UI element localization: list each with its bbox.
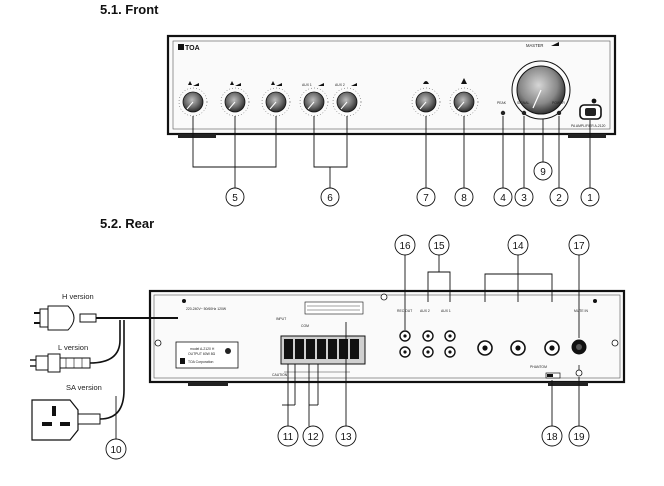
svg-text:16: 16 [399,241,411,252]
peak-indicator [500,110,506,116]
mute-in-jack[interactable] [571,339,587,355]
svg-text:14: 14 [512,241,524,252]
com-label: COM [301,324,309,328]
svg-text:10: 10 [110,445,122,456]
aux2-volume-knob[interactable] [332,87,362,117]
screw-icon [154,339,162,347]
svg-text:9: 9 [540,167,546,178]
mic3-volume-knob[interactable] [261,87,291,117]
svg-text:17: 17 [573,241,585,252]
power-symbol-icon [591,98,597,104]
treble-knob[interactable] [449,87,479,117]
callout-6: 6 [320,187,340,207]
svg-text:6: 6 [327,193,333,204]
aux1-rear-label: AUX 1 [441,309,451,313]
callout-11: 11 [277,425,299,447]
svg-text:7: 7 [423,193,429,204]
power-cords: H version L version SA version [30,292,178,441]
power-label: POWER [552,101,565,105]
front-panel: TOA MASTER PEAK SIGNAL POWER PA AMPLIFIE… [166,34,617,138]
svg-text:5: 5 [232,193,238,204]
knob-header-icons [188,78,467,86]
svg-text:3: 3 [521,193,527,204]
aux1-label: AUX 1 [302,83,312,87]
l-version-label: L version [58,343,88,352]
callout-17: 17 [568,234,590,256]
svg-text:2: 2 [556,193,562,204]
callout-12: 12 [302,425,324,447]
caution-label: CAUTION [272,373,288,377]
rear-heading: 5.2. Rear [100,216,155,231]
screw-icon [611,339,619,347]
master-label: MASTER [526,43,543,48]
aux1-volume-knob[interactable] [299,87,329,117]
mic1-volume-knob[interactable] [178,87,208,117]
callout-19: 19 [568,425,590,447]
input-label: INPUT [276,317,286,321]
callout-9: 9 [533,161,553,181]
mic-input-jacks[interactable] [477,340,560,356]
bass-knob[interactable] [411,87,441,117]
screw-icon [380,293,388,301]
output-label: OUTPUT 60W 8Ω [188,352,216,356]
rear-panel: 220-240V~ 50/60Hz 120W model A-2120 H OU… [148,289,626,386]
peak-label: PEAK [497,101,507,105]
rca-jacks[interactable] [399,330,456,358]
callout-1: 1 [580,187,600,207]
callout-15: 15 [428,234,450,256]
svg-text:12: 12 [307,432,319,443]
signal-label: SIGNAL [517,101,530,105]
callout-13: 13 [335,425,357,447]
sa-version-label: SA version [66,383,102,392]
svg-text:1: 1 [587,193,593,204]
speaker-terminal-block[interactable] [280,335,366,365]
front-heading: 5.1. Front [100,2,159,17]
svg-text:15: 15 [433,241,445,252]
aux2-label: AUX 2 [335,83,345,87]
h-version-label: H version [62,292,94,301]
callout-3: 3 [514,187,534,207]
front-callouts: 5 6 7 8 4 3 9 2 1 [225,161,600,207]
toa-logo: TOA [178,44,200,52]
toa-mark-icon [180,358,185,364]
svg-text:13: 13 [340,432,352,443]
ground-terminal[interactable] [575,369,583,377]
callout-14: 14 [507,234,529,256]
phantom-label: PHANTOM [530,365,547,369]
rear-callouts: 16 15 14 17 11 12 13 18 19 10 [105,234,590,460]
sa-version-plug-icon [31,399,101,441]
svg-text:8: 8 [461,193,467,204]
svg-text:18: 18 [546,432,558,443]
callout-10: 10 [105,438,127,460]
aux2-rear-label: AUX 2 [420,309,430,313]
svg-text:11: 11 [283,432,294,443]
svg-text:19: 19 [573,432,585,443]
model-plate: model A-2120 H OUTPUT 60W 8Ω TOA Corpora… [175,341,239,369]
mic2-volume-knob[interactable] [220,87,250,117]
power-indicator [556,110,562,116]
callout-18: 18 [541,425,563,447]
front-knobs [178,87,479,117]
l-version-plug-icon [30,353,91,373]
callout-5: 5 [225,187,245,207]
model-plate-label: model A-2120 H [190,347,215,351]
master-ring [511,60,571,120]
power-spec-label: 220-240V~ 50/60Hz 120W [186,307,227,311]
model-label: PA AMPLIFIER A-2120 [571,124,606,128]
callout-8: 8 [454,187,474,207]
mute-in-label: MUTE IN [574,309,588,313]
h-version-plug-icon [34,305,97,331]
corp-label: TOA Corporation [188,360,213,364]
front-leaders [192,116,591,188]
brand-label: TOA [185,45,200,52]
callout-4: 4 [493,187,513,207]
callout-2: 2 [549,187,569,207]
signal-indicator [521,110,527,116]
rear-leaders [115,254,580,440]
volume-ramp-icon [551,42,559,46]
callout-16: 16 [394,234,416,256]
svg-text:4: 4 [500,193,506,204]
callout-7: 7 [416,187,436,207]
